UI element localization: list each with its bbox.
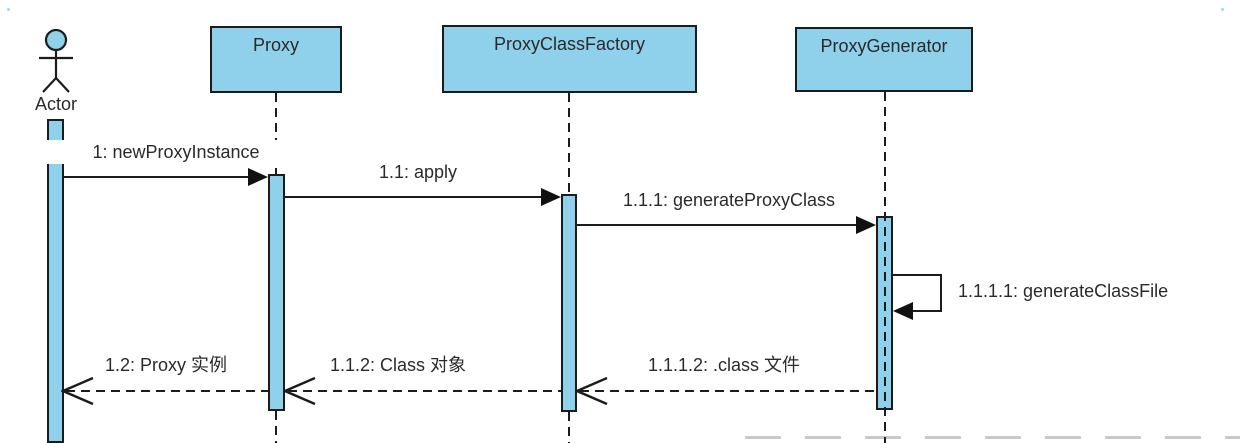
self-call-right-line [940,274,942,312]
message-line-1-1 [285,196,543,198]
message-label-1-1-1: 1.1.1: generateProxyClass [622,190,836,210]
actor-icon [39,28,73,93]
arrowhead-icon [248,168,268,186]
participant-label-proxygenerator: ProxyGenerator [820,36,948,56]
artifact-dot [1221,8,1224,11]
open-arrowhead-icon [61,376,94,406]
activation-bar-proxy [268,174,285,411]
lifeline-proxy [275,411,277,443]
message-label-1-1-1-2: 1.1.1.2: .class 文件 [647,355,801,375]
cropped-content-artifact [745,436,1240,439]
message-label-1-2: 1.2: Proxy 实例 [104,355,228,375]
participant-box-proxyclassfactory: ProxyClassFactory [442,25,697,93]
activation-bar-proxyclassfactory [561,194,577,412]
message-label-1-1-2: 1.1.2: Class 对象 [329,355,467,375]
message-label-1-1-1-1: 1.1.1.1: generateClassFile [958,281,1169,301]
message-label-1-1: 1.1: apply [378,162,458,182]
self-call-top-line [893,274,942,276]
lifeline-proxygenerator [884,92,886,443]
lifeline-proxy [275,93,277,175]
message-line-1 [64,176,250,178]
participant-label-proxy: Proxy [252,35,299,55]
message-line-1-1-1 [577,224,858,226]
arrowhead-icon [893,302,913,320]
message-label-1: 1: newProxyInstance [46,140,306,164]
self-call-bottom-line [913,310,942,312]
return-line-1-1-1-2 [580,390,876,392]
open-arrowhead-icon [575,376,608,406]
lifeline-proxyclassfactory [568,93,570,195]
open-arrowhead-icon [283,376,316,406]
return-line-1-1-2 [288,390,561,392]
arrowhead-icon [541,188,561,206]
participant-box-proxygenerator: ProxyGenerator [795,27,973,92]
lifeline-proxyclassfactory [568,412,570,443]
return-line-1-2 [66,390,268,392]
arrowhead-icon [856,216,876,234]
participant-box-proxy: Proxy [210,26,342,93]
activation-bar-actor [47,119,64,443]
artifact-dot [7,8,10,11]
participant-label-actor: Actor [34,94,77,114]
participant-label-proxyclassfactory: ProxyClassFactory [493,34,646,54]
